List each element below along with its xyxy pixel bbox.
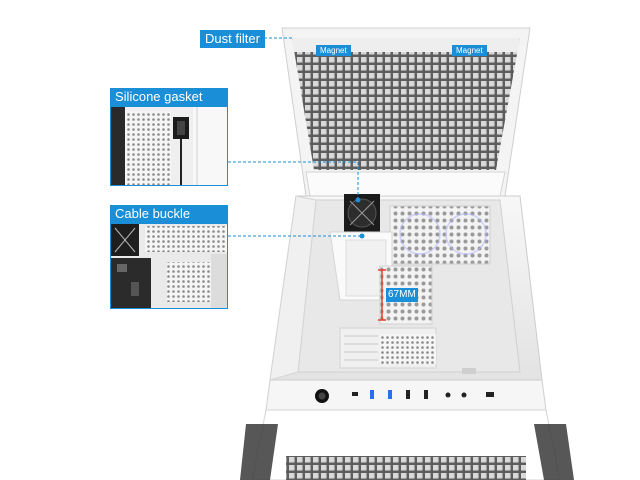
dust-filter-mesh	[292, 38, 520, 170]
cable-buckle-photo	[111, 224, 227, 308]
cable-buckle-inset	[110, 223, 228, 309]
silicone-gasket-label: Silicone gasket	[110, 88, 228, 106]
silicone-gasket-inset	[110, 106, 228, 186]
silicone-gasket-photo	[111, 107, 227, 185]
dust-filter-label: Dust filter	[200, 30, 265, 48]
magnet-tag-right: Magnet	[452, 45, 487, 56]
magnet-tag-left: Magnet	[316, 45, 351, 56]
cable-buckle-label: Cable buckle	[110, 205, 228, 223]
clearance-measurement-tag: 67MM	[386, 288, 418, 302]
